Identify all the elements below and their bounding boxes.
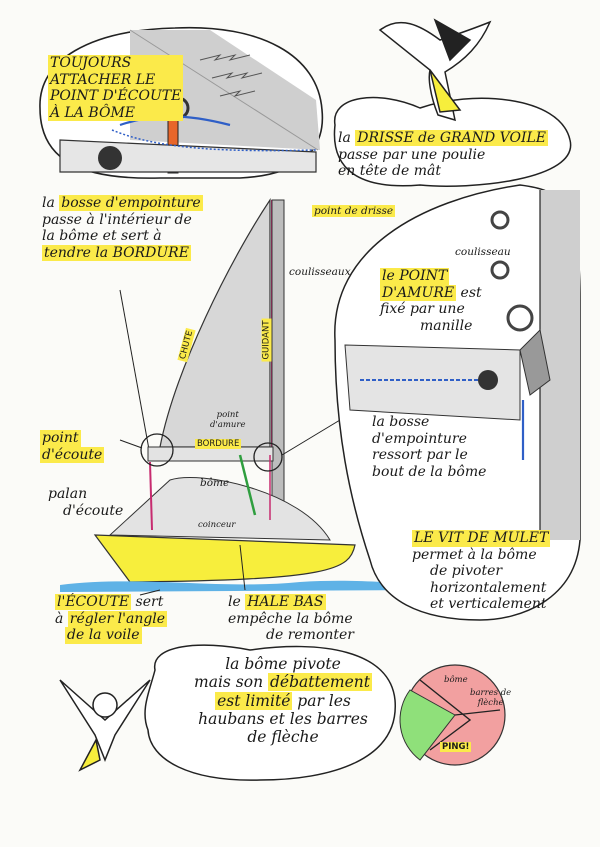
- note-bosse-bome: la bosse d'empointure ressort par le bou…: [372, 414, 487, 480]
- label-guidant: GUIDANT: [261, 318, 272, 362]
- note-bosse: la bosse d'empointure passe à l'intérieu…: [42, 195, 203, 262]
- note-amure: le POINT D'AMURE est fixé par une manill…: [380, 268, 482, 334]
- water: [60, 580, 420, 592]
- label-palan: palan d'écoute: [48, 486, 124, 519]
- label-coulisseaux: coulisseaux: [289, 266, 351, 278]
- note-pivote: la bôme pivote mais son débattement est …: [194, 655, 372, 747]
- note-ecoute: l'ÉCOUTE sert à régler l'angle de la voi…: [55, 594, 168, 644]
- main-sail: [159, 198, 271, 448]
- seagull-bottom: [59, 679, 151, 772]
- label-point-ecoute: point d'écoute: [40, 430, 105, 464]
- label-bordure: BORDURE: [195, 439, 242, 449]
- label-coulisseau: coulisseau: [455, 246, 511, 258]
- seagull-top: [378, 18, 492, 122]
- label-point-amure: point d'amure: [210, 410, 246, 431]
- boat-hull: [93, 534, 356, 583]
- note-vit-de-mulet: LE VIT DE MULET permet à la bôme de pivo…: [412, 530, 551, 613]
- circle-label-ping: PING!: [440, 742, 472, 752]
- note-hale-bas: le HALE BAS empêche la bôme de remonter: [228, 594, 354, 644]
- note-drisse: la DRISSE de GRAND VOILE passe par une p…: [338, 130, 549, 180]
- label-point-drisse: point de drisse: [312, 205, 396, 217]
- boom-end-cap: [98, 146, 122, 170]
- label-bome: bôme: [200, 477, 230, 489]
- label-coinceur: coinceur: [198, 520, 236, 530]
- note-toujours: TOUJOURS ATTACHER LE POINT D'ÉCOUTE À LA…: [48, 55, 184, 122]
- mast: [271, 199, 285, 521]
- circle-label-barres: barres de flèche: [470, 688, 512, 709]
- circle-label-bome: bôme: [444, 675, 468, 685]
